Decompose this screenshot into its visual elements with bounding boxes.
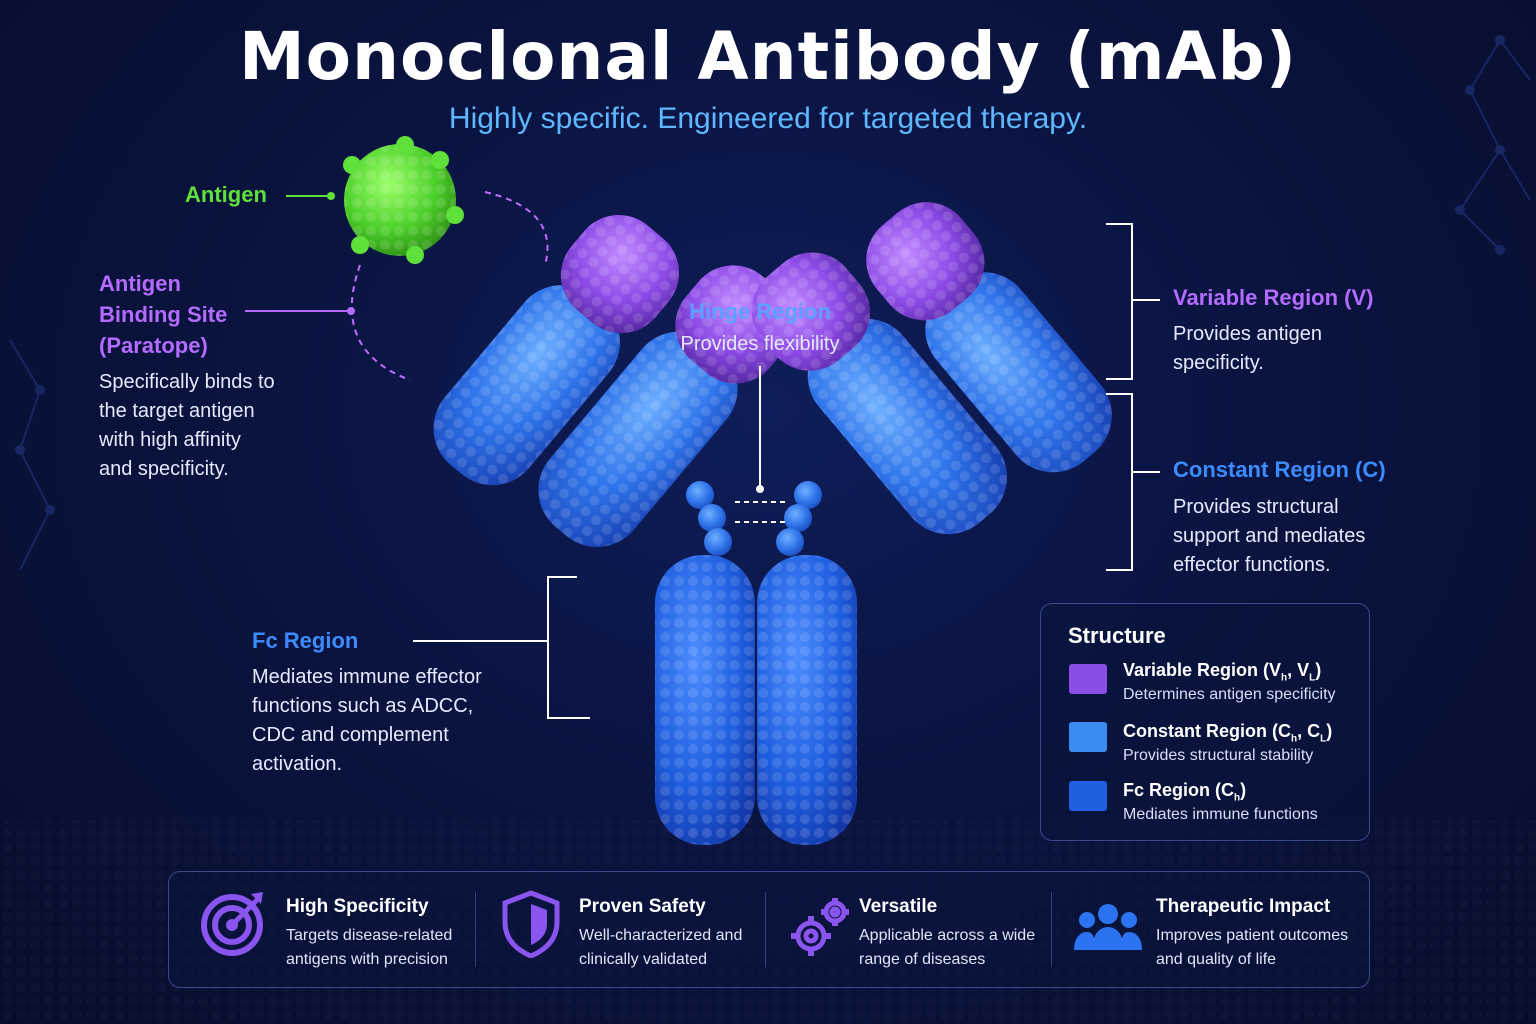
fc-desc-line: Mediates immune effector [252, 666, 482, 688]
binding-desc-line: Specifically binds to [99, 371, 275, 393]
structure-title: Structure [1068, 623, 1166, 648]
legend-variable-desc: Determines antigen specificity [1123, 686, 1336, 703]
molecule-decoration [9, 35, 1531, 571]
antigen-particle [343, 136, 464, 264]
constant-region-label: Constant Region (C) [1173, 457, 1386, 482]
page-title: Monoclonal Antibody (mAb) [238, 18, 1298, 95]
page-subtitle: Highly specific. Engineered for targeted… [448, 102, 1088, 135]
binding-site-label: Antigen Binding Site (Paratope) [99, 268, 227, 361]
leader-lines [245, 192, 1160, 719]
hinge-region-description: Provides flexibility [680, 333, 840, 355]
feature-title: Therapeutic Impact [1156, 896, 1331, 917]
binding-site-line3: (Paratope) [99, 333, 208, 358]
binding-site-description: Specifically binds to the target antigen… [99, 368, 275, 484]
variable-desc-line: Provides antigen [1173, 323, 1322, 345]
target-icon [201, 892, 263, 956]
constant-desc-line: effector functions. [1173, 554, 1331, 576]
legend-fc-desc: Mediates immune functions [1123, 806, 1318, 823]
fc-region-label: Fc Region [252, 628, 359, 653]
feature-therapeutic-impact: Therapeutic Impact Improves patient outc… [1073, 872, 1363, 989]
binding-site-line1: Antigen [99, 271, 181, 296]
gears-icon [791, 898, 849, 956]
variable-region-label: Variable Region (V) [1173, 285, 1374, 310]
binding-desc-line: with high affinity [99, 429, 241, 451]
paratope-outline [350, 191, 549, 381]
feature-divider [1051, 892, 1052, 967]
antigen-label: Antigen [185, 182, 267, 207]
feature-divider [475, 892, 476, 967]
variable-region-description: Provides antigen specificity. [1173, 320, 1322, 378]
right-fab-arm [751, 202, 1112, 535]
binding-desc-line: the target antigen [99, 400, 255, 422]
variable-swatch [1069, 664, 1107, 694]
binding-site-line2: Binding Site [99, 302, 228, 327]
feature-title: High Specificity [286, 896, 429, 917]
legend-constant-name: Constant Region (Ch, CL) [1123, 721, 1333, 745]
feature-divider [765, 892, 766, 967]
constant-swatch [1069, 722, 1107, 752]
hinge-region-label: Hinge Region [689, 299, 831, 324]
constant-desc-line: support and mediates [1173, 525, 1366, 547]
fc-swatch [1069, 781, 1107, 811]
fc-stem [655, 555, 857, 845]
hinge-beads [686, 481, 822, 556]
shield-icon [502, 890, 560, 958]
feature-title: Versatile [859, 896, 938, 917]
legend-fc-name: Fc Region (Ch) [1123, 780, 1247, 804]
structure-legend: Structure Variable Region (Vh, VL) Deter… [1040, 603, 1370, 841]
left-fab-arm [433, 214, 794, 547]
binding-desc-line: and specificity. [99, 458, 229, 480]
feature-high-specificity: High Specificity Targets disease-related… [199, 872, 469, 989]
legend-variable-name: Variable Region (Vh, VL) [1123, 660, 1322, 684]
fc-desc-line: CDC and complement [252, 724, 449, 746]
people-icon [1074, 904, 1142, 950]
variable-desc-line: specificity. [1173, 352, 1264, 374]
features-bar: High Specificity Targets disease-related… [168, 871, 1370, 988]
constant-region-description: Provides structural support and mediates… [1173, 493, 1365, 580]
fc-desc-line: activation. [252, 753, 343, 775]
fc-desc-line: functions such as ADCC, [252, 695, 474, 717]
legend-constant-desc: Provides structural stability [1123, 747, 1314, 764]
feature-title: Proven Safety [579, 896, 706, 917]
fc-region-description: Mediates immune effector functions such … [252, 663, 482, 779]
constant-desc-line: Provides structural [1173, 496, 1339, 518]
